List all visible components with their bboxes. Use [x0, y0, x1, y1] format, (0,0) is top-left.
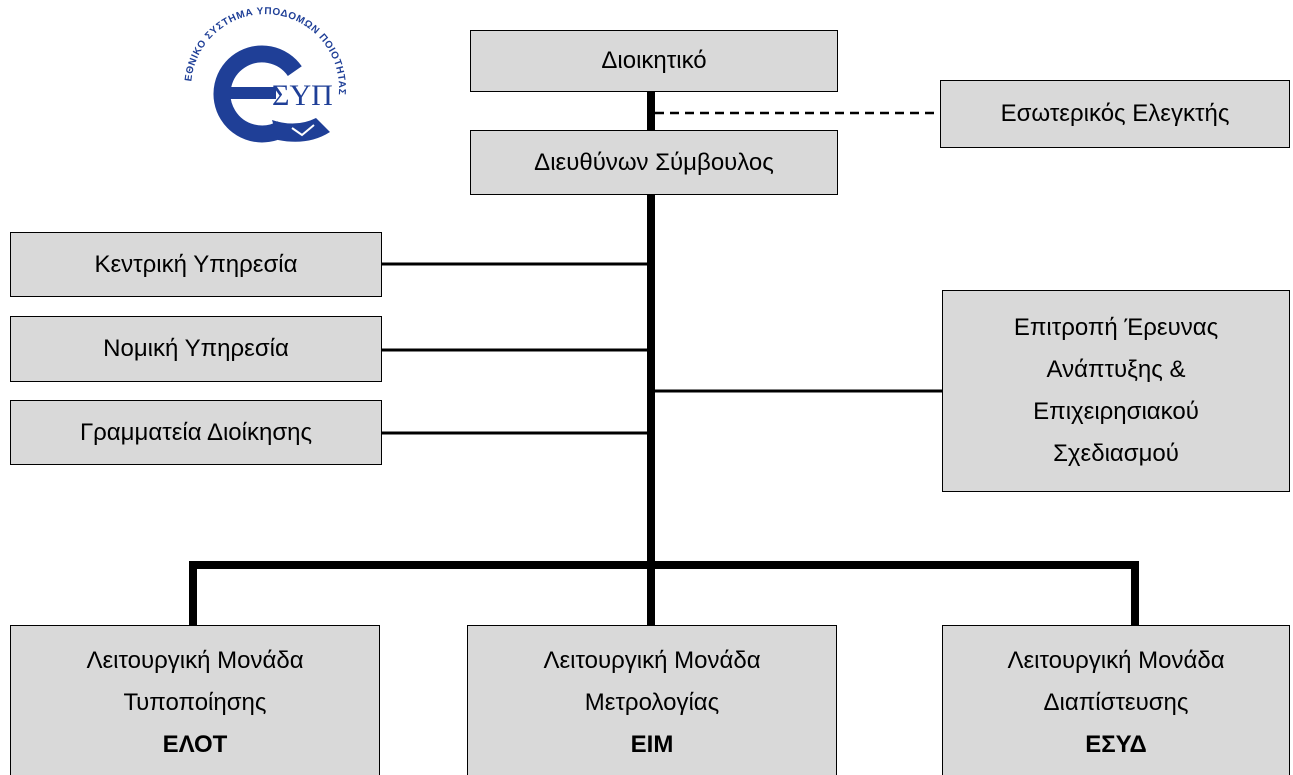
board-label: Διοικητικό: [601, 47, 707, 74]
staff-unit-label: Κεντρική Υπηρεσία: [94, 250, 298, 278]
staff-unit-label: Νομική Υπηρεσία: [103, 335, 289, 362]
operational-unit-line: Διαπίστευσης: [1043, 689, 1189, 716]
staff-unit-secretariat-box: Γραμματεία Διοίκησης: [10, 400, 382, 465]
committee-line: Επιτροπή Έρευνας: [1013, 314, 1219, 341]
committee-line: Σχεδιασμού: [1053, 440, 1179, 467]
logo-inner-text: ΣΥΠ: [272, 79, 333, 112]
operational-unit-line: Λειτουργική Μονάδα: [1007, 647, 1225, 674]
logo-epsilon-bar: [226, 87, 276, 99]
internal-auditor-label: Εσωτερικός Ελεγκτής: [1000, 100, 1230, 127]
logo-epsilon-ring: [213, 45, 302, 143]
staff-unit-central-box: Κεντρική Υπηρεσία: [10, 232, 382, 297]
staff-unit-label: Γραμματεία Διοίκησης: [79, 418, 313, 446]
operational-unit-line: Λειτουργική Μονάδα: [543, 647, 761, 674]
operational-unit-acronym: ΕΛΟΤ: [162, 731, 228, 758]
operational-unit-line: Λειτουργική Μονάδα: [86, 647, 304, 674]
internal-auditor-box: Εσωτερικός Ελεγκτής: [940, 80, 1290, 148]
staff-unit-legal-box: Νομική Υπηρεσία: [10, 316, 382, 382]
ceo-box: Διευθύνων Σύμβουλος: [470, 130, 838, 195]
operational-unit-eim-box: Λειτουργική Μονάδα Μετρολογίας ΕΙΜ: [467, 625, 837, 775]
committee-line: Ανάπτυξης &: [1046, 356, 1186, 383]
committee-box: Επιτροπή Έρευνας Ανάπτυξης & Επιχειρησια…: [942, 290, 1290, 492]
operational-unit-acronym: ΕΣΥΔ: [1085, 731, 1147, 758]
esyp-logo: ΕΘΝΙΚΟ ΣΥΣΤΗΜΑ ΥΠΟΔΟΜΩΝ ΠΟΙΟΤΗΤΑΣ ΣΥΠ: [183, 6, 347, 143]
board-box: Διοικητικό: [470, 30, 838, 92]
operational-unit-line: Μετρολογίας: [584, 689, 720, 716]
ceo-label: Διευθύνων Σύμβουλος: [534, 148, 774, 176]
logo-tail-check: [291, 124, 315, 137]
operational-unit-esyd-box: Λειτουργική Μονάδα Διαπίστευσης ΕΣΥΔ: [942, 625, 1290, 775]
operational-unit-line: Τυποποίησης: [123, 689, 267, 716]
operational-unit-elot-box: Λειτουργική Μονάδα Τυποποίησης ΕΛΟΤ: [10, 625, 380, 775]
operational-unit-acronym: ΕΙΜ: [630, 731, 674, 758]
logo-tail: [272, 118, 330, 142]
committee-line: Επιχειρησιακού: [1033, 398, 1199, 425]
